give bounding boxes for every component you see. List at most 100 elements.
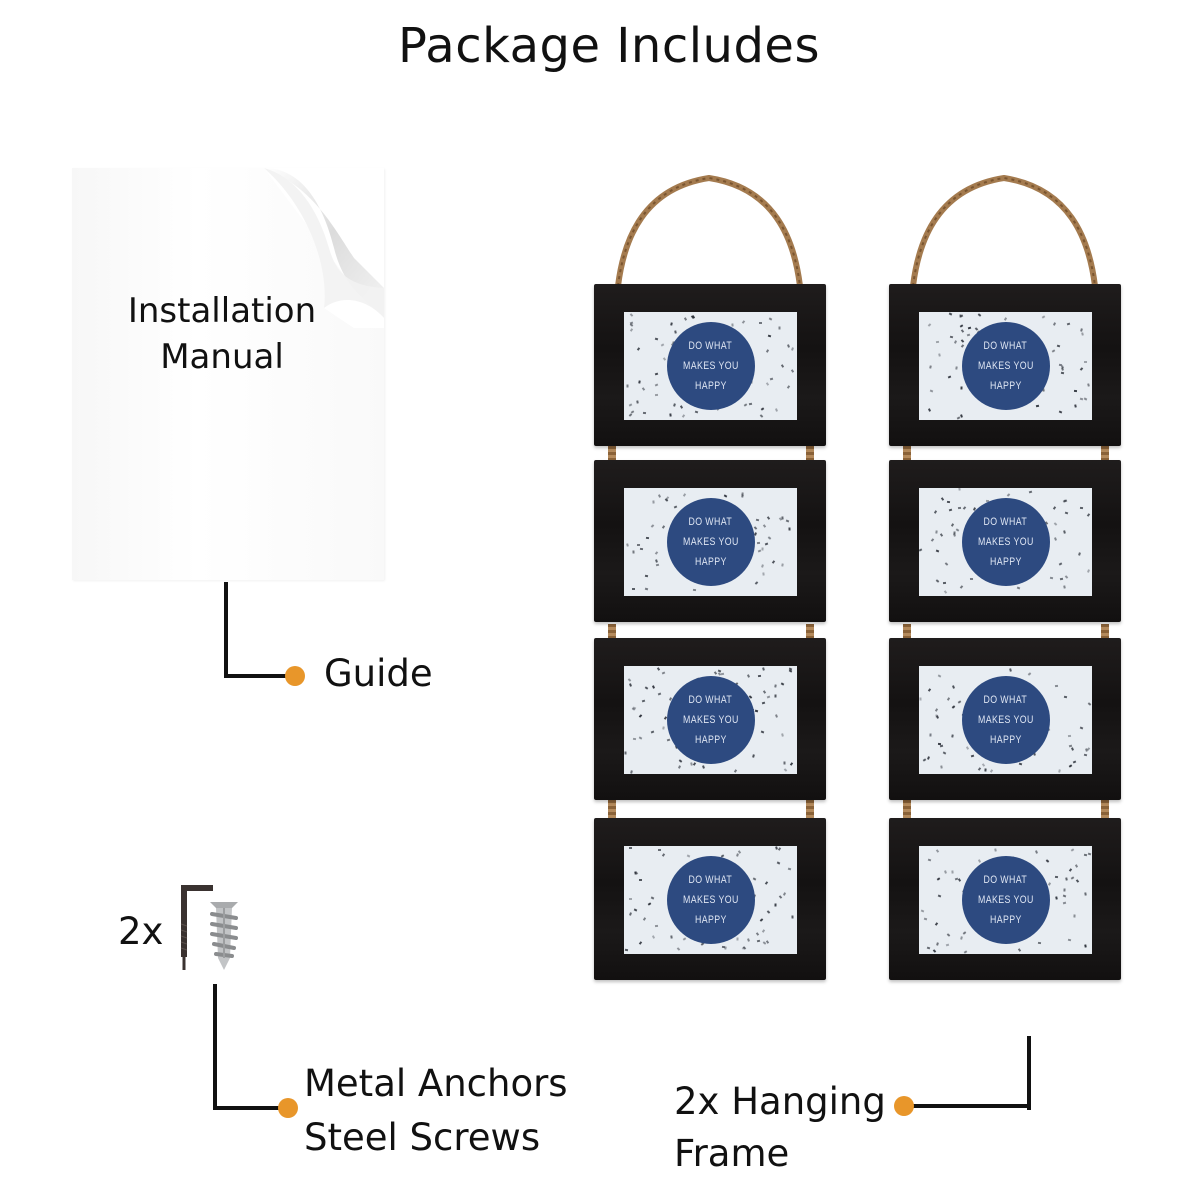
terrazzo-speck: [981, 762, 985, 767]
terrazzo-speck: [1067, 938, 1072, 942]
terrazzo-speck: [723, 494, 727, 498]
terrazzo-speck: [978, 858, 982, 863]
rope-link: [608, 624, 616, 646]
terrazzo-speck: [644, 686, 648, 690]
manual-title-line1: Installation: [127, 291, 317, 331]
photo-print: DO WHAT MAKES YOU HAPPY: [624, 666, 797, 774]
terrazzo-speck: [1058, 562, 1063, 567]
terrazzo-speck: [1006, 493, 1011, 497]
terrazzo-speck: [1059, 577, 1064, 581]
photo-frame: DO WHAT MAKES YOU HAPPY: [889, 460, 1121, 622]
terrazzo-speck: [681, 414, 685, 418]
terrazzo-speck: [746, 673, 750, 678]
terrazzo-speck: [1066, 322, 1071, 326]
terrazzo-speck: [1052, 506, 1057, 511]
guide-leader-vertical: [224, 582, 228, 678]
terrazzo-speck: [741, 319, 746, 324]
page-curl-icon: [264, 168, 384, 328]
quote-line2: MAKES YOU: [977, 714, 1034, 726]
photo-frame: DO WHAT MAKES YOU HAPPY: [889, 284, 1121, 446]
terrazzo-speck: [660, 343, 665, 348]
terrazzo-speck: [959, 585, 964, 590]
terrazzo-speck: [756, 542, 760, 545]
terrazzo-speck: [790, 368, 794, 373]
hardware-leader-vertical: [213, 984, 217, 1110]
terrazzo-speck: [747, 938, 750, 942]
terrazzo-speck: [679, 759, 683, 763]
terrazzo-speck: [1073, 390, 1077, 393]
terrazzo-speck: [692, 761, 697, 766]
terrazzo-speck: [944, 589, 948, 594]
manual-title-line2: Manual: [160, 337, 284, 377]
terrazzo-speck: [949, 335, 953, 339]
terrazzo-speck: [960, 936, 963, 941]
terrazzo-speck: [969, 577, 973, 580]
terrazzo-speck: [701, 764, 705, 769]
terrazzo-speck: [785, 519, 789, 523]
terrazzo-speck: [948, 508, 952, 512]
rope-link: [1101, 800, 1109, 822]
terrazzo-speck: [960, 344, 965, 349]
terrazzo-speck: [940, 765, 944, 769]
terrazzo-speck: [760, 564, 764, 569]
terrazzo-speck: [1081, 332, 1084, 336]
terrazzo-speck: [946, 697, 950, 702]
quote-line3: HAPPY: [989, 734, 1022, 746]
terrazzo-speck: [768, 317, 772, 321]
terrazzo-speck: [1068, 868, 1073, 873]
terrazzo-speck: [652, 935, 656, 940]
terrazzo-speck: [1058, 769, 1062, 774]
photo-print: DO WHAT MAKES YOU HAPPY: [919, 846, 1092, 954]
terrazzo-speck: [989, 768, 993, 773]
terrazzo-speck: [636, 346, 640, 351]
terrazzo-speck: [765, 381, 769, 386]
terrazzo-speck: [1045, 859, 1049, 863]
terrazzo-speck: [936, 715, 940, 719]
terrazzo-speck: [639, 714, 643, 718]
terrazzo-speck: [743, 403, 747, 407]
terrazzo-speck: [638, 736, 643, 740]
quote-circle: DO WHAT MAKES YOU HAPPY: [666, 676, 755, 764]
terrazzo-speck: [963, 950, 968, 954]
quote-line2: MAKES YOU: [977, 536, 1034, 548]
terrazzo-speck: [935, 530, 938, 534]
terrazzo-speck: [782, 891, 787, 896]
terrazzo-speck: [958, 488, 962, 491]
terrazzo-speck: [1079, 366, 1084, 371]
quote-line1: DO WHAT: [983, 516, 1028, 528]
terrazzo-speck: [780, 364, 784, 368]
terrazzo-speck: [764, 881, 769, 885]
terrazzo-speck: [641, 387, 645, 391]
hardware-dot: [278, 1098, 298, 1118]
terrazzo-speck: [625, 543, 629, 547]
terrazzo-speck: [651, 685, 655, 689]
terrazzo-speck: [755, 518, 759, 522]
photo-frame: DO WHAT MAKES YOU HAPPY: [889, 818, 1121, 980]
quote-line3: HAPPY: [989, 556, 1022, 568]
terrazzo-speck: [1063, 499, 1068, 503]
terrazzo-speck: [1053, 522, 1058, 526]
terrazzo-speck: [1062, 894, 1067, 898]
guide-dot: [285, 666, 305, 686]
quote-line2: MAKES YOU: [682, 536, 739, 548]
terrazzo-speck: [1087, 568, 1091, 573]
terrazzo-speck: [629, 328, 634, 332]
photo-print: DO WHAT MAKES YOU HAPPY: [919, 488, 1092, 596]
photo-frame: DO WHAT MAKES YOU HAPPY: [594, 460, 826, 622]
terrazzo-speck: [1027, 672, 1032, 676]
terrazzo-speck: [760, 917, 764, 922]
terrazzo-speck: [662, 726, 666, 730]
terrazzo-speck: [629, 898, 633, 901]
terrazzo-speck: [657, 849, 661, 852]
terrazzo-speck: [652, 500, 655, 504]
terrazzo-speck: [960, 329, 964, 334]
terrazzo-speck: [1070, 876, 1075, 880]
terrazzo-speck: [627, 678, 632, 682]
quote-line2: MAKES YOU: [682, 360, 739, 372]
rope-hanger-icon: [910, 174, 1098, 287]
terrazzo-speck: [628, 682, 632, 687]
quote-line2: MAKES YOU: [977, 894, 1034, 906]
terrazzo-speck: [1063, 585, 1067, 590]
terrazzo-speck: [1073, 913, 1077, 918]
terrazzo-speck: [955, 528, 960, 533]
